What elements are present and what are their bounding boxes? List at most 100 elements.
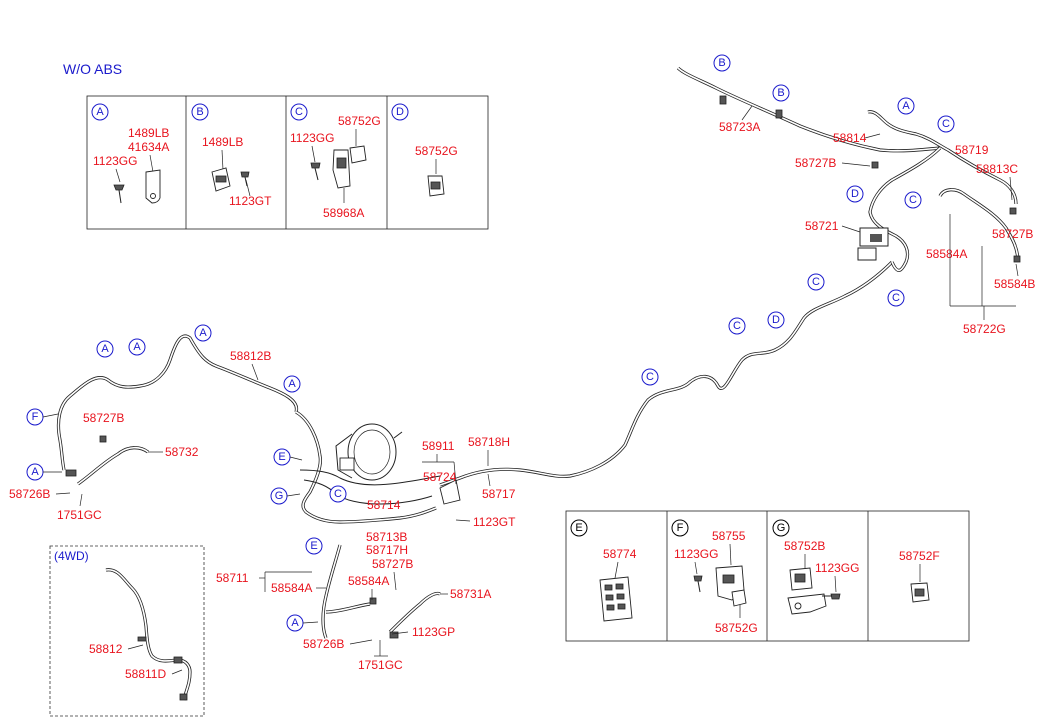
marker-b [191,103,209,121]
part-label: 58731A [450,587,491,601]
route-markers: B B A C D C C C D C C A A A A F A E G C … [26,54,955,632]
part-label: 58584A [348,574,389,588]
legend-cell-f: F 58755 1123GG 58752G [671,519,758,635]
part-label: 58732 [165,445,199,459]
part-label: 1123GG [815,561,859,575]
marker-b: B [777,87,784,99]
brake-booster [335,423,403,481]
variant-label: W/O ABS [63,61,122,77]
part-label: 58814 [833,131,867,145]
part-label: 58724 [423,470,457,484]
part-label: 58727B [83,411,124,425]
part-label: 58723A [719,120,760,134]
part-label: 1751GC [358,658,403,672]
marker-c: C [909,194,917,206]
multi-clip-icon [599,576,633,622]
marker-e [570,519,588,537]
part-label: 1123GT [229,194,272,208]
part-label: 58811D [125,667,166,681]
part-label: 1489LB [202,135,243,149]
legend-cell-h: 58752F [899,549,940,603]
part-label: 1123GG [674,547,718,561]
part-label: 58968A [323,206,364,220]
marker-c [290,103,308,121]
marker-a: A [199,327,207,339]
legend-cell-g: G 58752B 1123GG [772,519,859,615]
part-label: 58812B [230,349,271,363]
legend-cell-a: A 1489LB 41634A 1123GG [91,103,169,204]
marker-e-letter: E [575,522,582,534]
part-label: 1489LB [128,126,169,140]
marker-a: A [31,466,39,478]
bracket-icon [145,169,161,204]
marker-e: E [278,451,285,463]
part-label: 58717H [366,543,408,557]
legend-cell-c: C 58752G 1123GG 58968A [290,103,381,220]
marker-f-letter: F [677,522,684,534]
fwd-label: (4WD) [54,549,89,563]
part-label: 58752G [715,621,758,635]
part-label: 58711 [216,571,249,585]
bracket-icon [332,149,351,189]
part-label: 58584A [926,247,967,261]
marker-b: B [718,57,725,69]
marker-c-letter: C [295,106,303,118]
part-label: 41634A [128,140,169,154]
part-label: 58722G [963,322,1006,336]
part-label: 1123GT [473,515,516,529]
part-label: 58721 [805,219,839,233]
legend-cell-d: D 58752G [391,103,458,197]
part-label: 58727B [372,557,413,571]
fwd-detail-box: (4WD) 58812 58811D [49,545,205,717]
clip-icon [349,145,367,164]
marker-a: A [291,617,299,629]
part-label: 58774 [603,547,637,561]
marker-a: A [101,343,109,355]
part-label: 58755 [712,529,746,543]
part-label: 58584A [271,581,312,595]
marker-g [772,519,790,537]
part-label: 58713B [366,530,407,544]
part-label: 58714 [367,498,401,512]
part-label: 1123GG [290,131,334,145]
part-label: 58752G [415,144,458,158]
marker-c: C [646,371,654,383]
part-label: 58719 [955,143,989,157]
marker-f [671,519,689,537]
part-label: 58812 [89,642,123,656]
part-label: 58718H [468,435,510,449]
marker-a [91,103,109,121]
bottom-legend-table: E 58774 F 58755 1123GG 58752G [565,510,970,642]
bracket-icon [439,479,461,505]
legend-cell-e: E 58774 [570,519,637,622]
marker-a-letter: A [96,106,104,118]
bracket-icon [787,593,827,615]
proportioning-valve [857,227,889,261]
marker-c: C [334,488,342,500]
marker-f: F [32,411,39,423]
marker-c: C [892,292,900,304]
top-legend-table: A 1489LB 41634A 1123GG B 1489LB 1123GT [86,95,489,230]
part-label: 58726B [9,487,50,501]
part-label: 58911 [422,439,455,453]
part-label: 58813C [976,162,1018,176]
marker-e: E [310,540,317,552]
marker-a: A [288,378,296,390]
marker-a: A [902,100,910,112]
part-label: 1123GG [93,154,137,168]
marker-d: D [851,188,859,200]
part-label: 58727B [992,227,1033,241]
part-label: 58727B [795,156,836,170]
marker-c: C [812,276,820,288]
marker-c: C [942,118,950,130]
part-label: 1123GP [412,625,455,639]
marker-g-letter: G [777,522,786,534]
marker-g: G [275,490,284,502]
callout-labels: 58723A 58814 58727B 58719 58813C 58721 5… [9,105,1035,672]
part-label: 58717 [482,487,516,501]
part-label: 58752B [784,539,825,553]
marker-a: A [133,341,141,353]
part-label: 58752G [338,114,381,128]
marker-b-letter: B [196,106,203,118]
